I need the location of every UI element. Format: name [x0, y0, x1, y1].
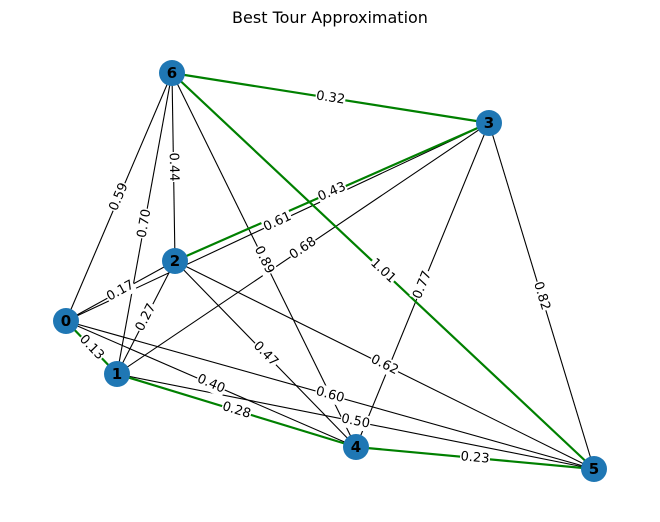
node-label-5: 5 — [589, 460, 599, 478]
edge-weight-label-0-6: 0.59 — [105, 180, 133, 214]
edge-weight-label-3-4: 0.77 — [409, 268, 436, 302]
edge-label-background — [315, 178, 349, 206]
edge-label-background — [103, 276, 138, 306]
edge-weight-text: 0.44 — [166, 152, 181, 181]
node-3 — [476, 110, 502, 136]
edge-label-background — [105, 180, 133, 214]
edge-weight-label-1-3: 0.68 — [286, 233, 320, 264]
edge-weight-text: 0.61 — [261, 209, 294, 235]
edge-weight-text: 0.50 — [340, 411, 371, 431]
edges-layer — [65, 71, 595, 471]
edge-label-background — [75, 331, 108, 364]
edge-label-background — [459, 448, 491, 468]
edge-weight-label-0-4: 0.40 — [194, 370, 228, 398]
node-6 — [159, 60, 185, 86]
edge-label-background — [314, 87, 347, 109]
edge-label-background — [132, 300, 160, 335]
edge-weight-text: 0.77 — [410, 269, 435, 301]
edge-weight-text: 0.70 — [135, 208, 155, 239]
node-label-3: 3 — [484, 114, 494, 132]
edge-label-background — [339, 410, 372, 433]
node-2 — [162, 248, 188, 274]
node-label-2: 2 — [170, 252, 180, 270]
edge-weight-text: 0.32 — [315, 88, 346, 107]
edge-weight-label-1-4: 0.28 — [219, 398, 254, 423]
edge-weight-label-0-5: 0.60 — [313, 383, 347, 407]
edge-label-background — [219, 398, 254, 423]
edge-label-background — [367, 351, 402, 379]
edge-label-background — [165, 151, 182, 183]
edge-weight-text: 0.62 — [368, 352, 401, 378]
edge-weight-label-2-3: 0.43 — [315, 178, 349, 206]
node-0 — [53, 308, 79, 334]
edge-weight-text: 0.68 — [287, 234, 319, 263]
edge-label-background — [194, 370, 228, 398]
node-label-0: 0 — [61, 312, 71, 330]
node-label-6: 6 — [167, 64, 177, 82]
edge-weight-label-0-3: 0.61 — [260, 208, 295, 236]
edge-weight-text: 0.27 — [133, 301, 160, 334]
edge-label-background — [409, 268, 436, 302]
edge-label-background — [286, 233, 320, 264]
edge-label-background — [529, 279, 554, 313]
edge-weight-text: 0.43 — [316, 179, 349, 204]
edge-weight-label-6-3: 0.32 — [314, 87, 347, 109]
edge-label-background — [249, 337, 282, 371]
node-1 — [104, 361, 130, 387]
edge-weight-label-2-5: 0.62 — [367, 351, 402, 379]
edge-weight-label-4-5: 0.23 — [459, 448, 491, 468]
edge-weight-text: 0.23 — [460, 449, 490, 467]
node-5 — [581, 456, 607, 482]
edge-label-background — [250, 243, 278, 277]
edge-weight-label-1-5: 0.50 — [339, 410, 372, 433]
edge-weight-label-3-5: 0.82 — [529, 279, 554, 313]
nodes-layer: 0 1 2 3 4 5 6 — [53, 60, 607, 482]
graph-title: Best Tour Approximation — [232, 8, 428, 27]
edge-label-background — [366, 254, 400, 288]
node-label-4: 4 — [351, 438, 361, 456]
edge-label-background — [260, 208, 295, 236]
edge-label-background — [133, 207, 156, 240]
edge-weight-label-1-2: 0.27 — [132, 300, 160, 335]
edge-weight-label-6-4: 0.89 — [250, 243, 278, 277]
edge-label-background — [313, 383, 347, 407]
node-4 — [343, 434, 369, 460]
edge-weight-text: 0.59 — [106, 181, 131, 214]
edge-weight-text: 0.89 — [251, 244, 277, 277]
edge-weight-label-2-6: 0.44 — [165, 151, 182, 183]
edge-weight-label-1-6: 0.70 — [133, 207, 156, 240]
edge-weight-label-0-2: 0.17 — [103, 276, 138, 306]
node-label-1: 1 — [112, 365, 122, 383]
